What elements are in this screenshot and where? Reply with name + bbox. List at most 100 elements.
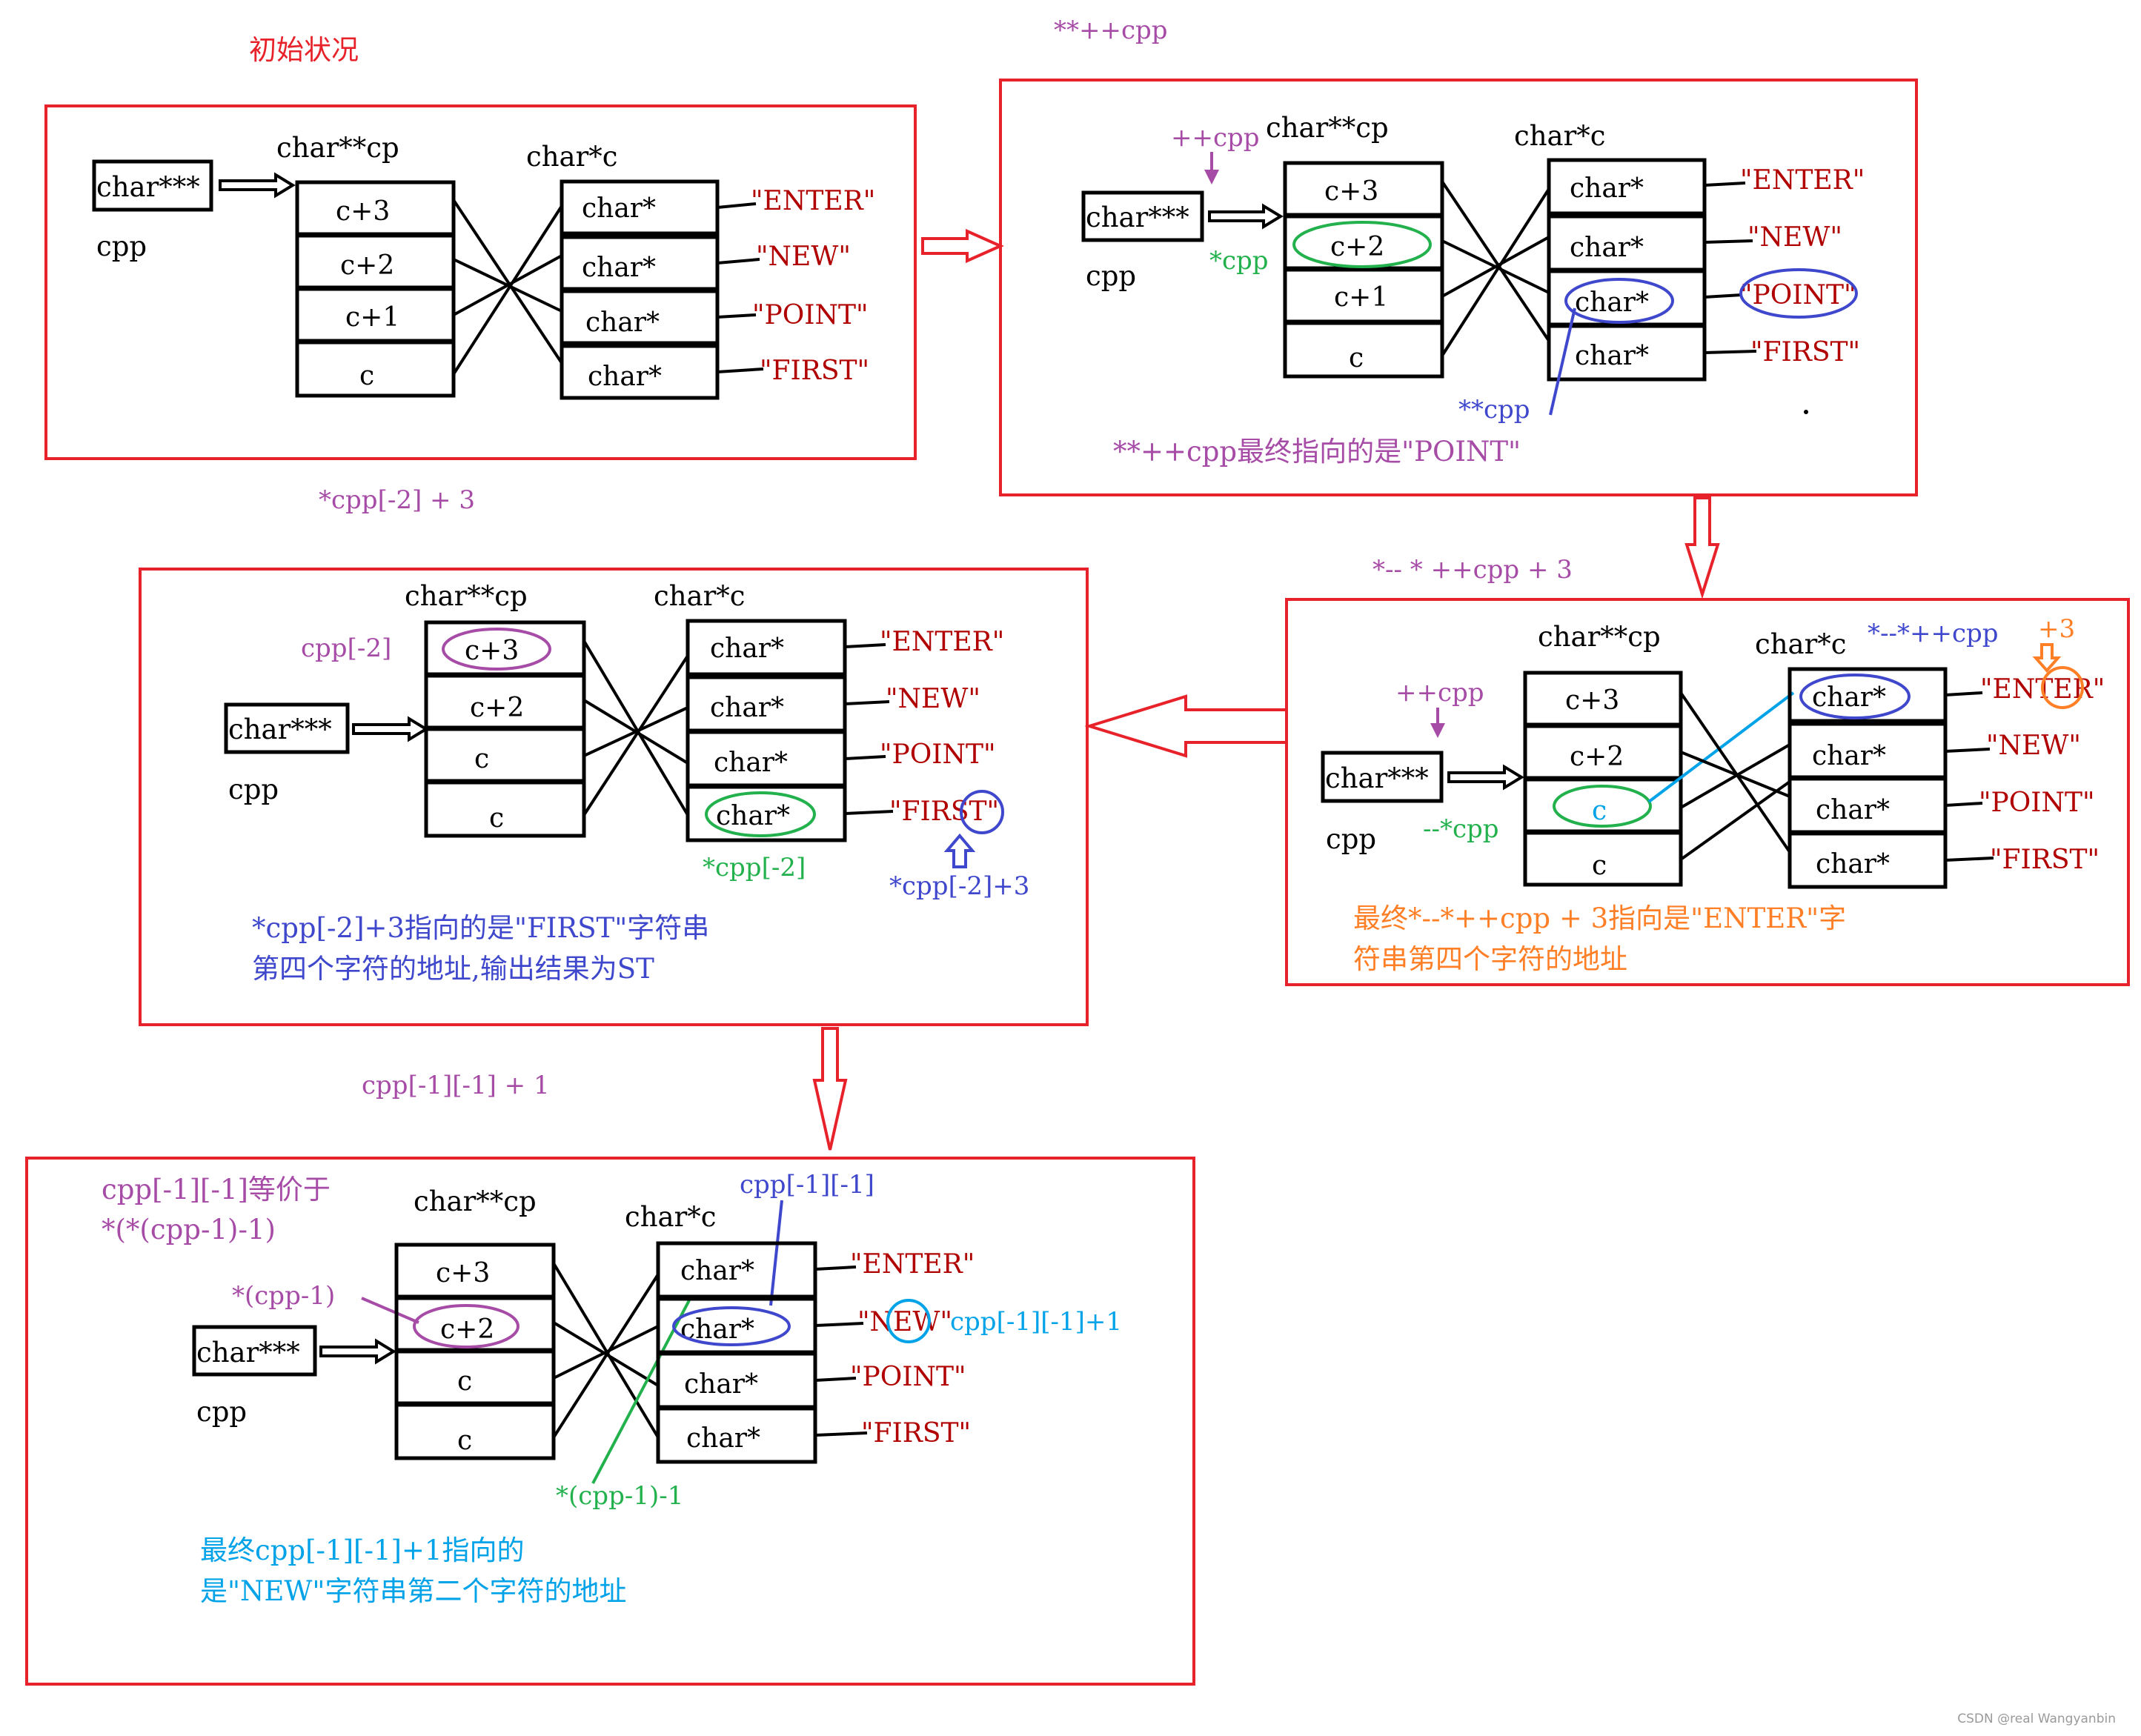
string-point: "POINT": [752, 300, 869, 330]
cp-cell-1: c+2: [470, 693, 524, 723]
hollow-red-arrow-icon: [1084, 694, 1288, 758]
cp-cell-3: c: [1592, 851, 1607, 881]
dstar-cpp-label: **cpp: [1458, 395, 1530, 425]
c-cell-2: char*: [1575, 287, 1649, 318]
c-array: [1547, 158, 1707, 382]
string-point: "POINT": [880, 739, 996, 770]
c-cell-1: char*: [1570, 233, 1644, 263]
cp-array-title: char**cp: [1538, 621, 1661, 653]
c-cell-0: char*: [680, 1256, 754, 1286]
cpp-type-label: char***: [1325, 762, 1429, 794]
plus3-arrow: [2032, 643, 2062, 674]
new-charstar-highlight: [672, 1306, 791, 1346]
cpp-box: [1321, 751, 1444, 803]
cp-cell-2: c: [457, 1366, 472, 1397]
cp-cell-0: c+3: [436, 1258, 490, 1288]
cp-cell-2: c+1: [345, 302, 399, 333]
cpp-to-cp-arrow: [352, 716, 429, 742]
string-first: "FIRST": [760, 356, 869, 386]
c-cell-2: char*: [714, 748, 788, 778]
cp-cell-3: c: [457, 1426, 472, 1456]
enter-fourth-char-highlight: [2041, 666, 2084, 709]
cpp-name-label: cpp: [1326, 823, 1376, 855]
cpp-box: [92, 159, 213, 212]
cp-array: [1523, 671, 1683, 887]
cp-cell-0: c+3: [465, 636, 519, 666]
cp-cell-0: c+3: [1565, 685, 1619, 716]
cp-cell-2: c: [474, 744, 489, 774]
panel5-result-line1: 最终cpp[-1][-1]+1指向的: [200, 1534, 524, 1566]
c-array-title: char*c: [625, 1201, 717, 1233]
cpp-minus2-highlight: [442, 628, 551, 671]
panel3-result-line1: 最终*--*++cpp + 3指向是"ENTER"字: [1353, 902, 1846, 934]
panel5-frame: [25, 1157, 1195, 1686]
cp-array-title: char**cp: [414, 1185, 537, 1217]
c-array-title: char*c: [1514, 120, 1606, 152]
c-array-title: char*c: [1755, 628, 1847, 660]
c-cell-2: char*: [585, 307, 660, 338]
string-enter: "ENTER": [880, 627, 1004, 657]
panel3-result-line2: 符串第四个字符的地址: [1353, 943, 1627, 975]
dec-star-highlight: [1553, 785, 1652, 828]
panel4-result-line2: 第四个字符的地址,输出结果为ST: [252, 953, 654, 985]
string-point: "POINT": [1740, 280, 1856, 310]
cpp-minus2-label: cpp[-2]: [301, 633, 391, 663]
c-to-string-links: [1704, 182, 1757, 354]
c-cell-3: char*: [686, 1423, 760, 1454]
panel3-frame: [1285, 598, 2130, 986]
cp-cell-1: c+2: [440, 1314, 494, 1345]
string-enter: "ENTER": [850, 1249, 975, 1280]
dstar-cpp-pointer: [1549, 307, 1576, 416]
string-new: "NEW": [857, 1307, 952, 1337]
panel2-frame: [999, 79, 1918, 496]
c-array-title: char*c: [526, 141, 618, 173]
cpp-to-cp-arrow: [319, 1338, 396, 1365]
cp-array-title: char**cp: [1266, 112, 1389, 144]
cpp-to-cp-arrow: [1447, 764, 1524, 791]
string-enter: "ENTER": [751, 186, 875, 216]
cp-cell-3: c: [1349, 343, 1364, 373]
cpp-type-label: char***: [228, 714, 332, 745]
cpp-box: [192, 1325, 317, 1377]
c-to-string-links: [814, 1266, 868, 1437]
cp-to-c-links: [452, 199, 563, 376]
stray-dot: [1804, 410, 1808, 414]
star-cpp-minus1-minus1-label: *(cpp-1)-1: [556, 1481, 683, 1511]
star-cpp-minus2-plus3-arrow: [943, 833, 976, 868]
cpp-name-label: cpp: [196, 1396, 247, 1428]
c-to-string-links: [717, 202, 764, 373]
c-cell-2: char*: [1816, 795, 1890, 825]
enter-charstar-highlight: [1799, 674, 1911, 719]
cpp-name-label: cpp: [228, 774, 279, 805]
star-cpp-minus1-label: *(cpp-1): [232, 1281, 335, 1311]
cpp-type-label: char***: [1086, 202, 1189, 233]
cp-cell-0: c+3: [336, 196, 390, 227]
c-cell-1: char*: [582, 253, 656, 283]
cp-to-c-links: [552, 1262, 660, 1439]
star-cpp-minus2-plus3-label: *cpp[-2]+3: [889, 871, 1029, 901]
panel4-result-line1: *cpp[-2]+3指向的是"FIRST"字符串: [252, 912, 709, 944]
cp-array-title: char**cp: [405, 580, 528, 612]
c-to-enter-pointer: [1647, 691, 1795, 803]
star-cpp-highlight: [1292, 221, 1432, 268]
dstar-cpp-highlight: [1564, 278, 1674, 324]
equiv-line2: *(*(cpp-1)-1): [102, 1214, 276, 1246]
equiv-line1: cpp[-1][-1]等价于: [102, 1174, 331, 1205]
cp-cell-1: c+2: [1570, 742, 1624, 772]
panel5-result-line2: 是"NEW"字符串第二个字符的地址: [200, 1575, 626, 1607]
panel5-expr: cpp[-1][-1] + 1: [362, 1071, 550, 1100]
cp-cell-3: c: [489, 803, 504, 834]
string-new: "NEW": [756, 242, 851, 272]
star-cpp-minus1-highlight: [413, 1304, 520, 1348]
plus3-label: +3: [2038, 614, 2075, 644]
cpp-minus1-minus1-pointer: [769, 1200, 783, 1306]
new-second-char-highlight: [886, 1299, 931, 1343]
cp-cell-0: c+3: [1324, 176, 1378, 207]
cpp-name-label: cpp: [96, 230, 147, 262]
panel-initial-state: 初始状况 char*** cpp char**cp c+3 c+2 c+1 c …: [44, 34, 917, 460]
string-enter: "ENTER": [1740, 165, 1865, 196]
cp-cell-1: c+2: [1330, 232, 1384, 262]
c-cell-0: char*: [582, 193, 656, 224]
panel-cpp-index-minus2: *cpp[-2] + 3 char*** cpp char**cp cpp[-2…: [139, 485, 1089, 1026]
